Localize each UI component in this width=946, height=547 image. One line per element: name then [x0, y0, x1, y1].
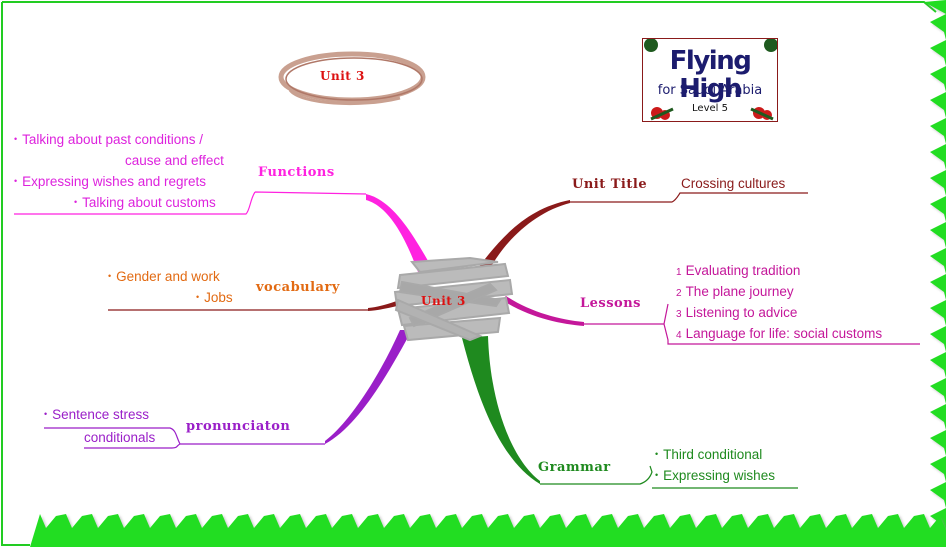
- lesson-number: 3: [676, 309, 682, 320]
- unit-title-value: Crossing cultures: [681, 176, 786, 191]
- lesson-text: Listening to advice: [685, 305, 798, 320]
- unit-ellipse-label: Unit 3: [320, 69, 365, 83]
- lesson-text: The plane journey: [685, 284, 794, 299]
- grammar-underline: [540, 465, 798, 489]
- functions-underline: [14, 191, 367, 215]
- lessons-ribbon: [502, 296, 584, 326]
- functions-item: • Expressing wishes and regrets: [14, 174, 206, 191]
- logo-decoration: [644, 39, 777, 121]
- pronunciation-ribbon: [325, 330, 412, 444]
- bullet-icon: •: [655, 470, 659, 480]
- bullet-icon: •: [14, 134, 18, 144]
- vocabulary-item-text: Jobs: [204, 290, 233, 305]
- center-topic: Unit 3: [421, 294, 466, 308]
- bullet-icon: •: [14, 176, 18, 186]
- functions-item-text: Talking about customs: [82, 195, 216, 210]
- grammar-item: • Third conditional: [655, 447, 762, 464]
- unit-ellipse: [278, 51, 426, 106]
- grammar-branch-label: Grammar: [538, 460, 611, 475]
- lesson-text: Language for life: social customs: [685, 326, 883, 341]
- vocabulary-item: • Gender and work: [108, 269, 220, 286]
- lesson-number: 1: [676, 267, 682, 278]
- logo-subtitle: for Saudi Arabia: [657, 83, 763, 98]
- lessons-branch-label: Lessons: [580, 296, 641, 311]
- logo-title: Flying High: [669, 46, 752, 104]
- center-scribble: [393, 256, 514, 342]
- functions-item: cause and effect: [125, 153, 224, 169]
- unit-title-underline: [570, 192, 808, 203]
- pronunciation-item-text: conditionals: [84, 430, 156, 445]
- lesson-text: Evaluating tradition: [685, 263, 801, 278]
- lesson-number: 4: [676, 330, 682, 341]
- functions-branch-label: Functions: [258, 165, 335, 180]
- functions-ribbon: [366, 194, 432, 272]
- pronunciation-underline: [44, 427, 325, 449]
- torn-edge-decoration: [30, 0, 946, 547]
- vocabulary-item-text: Gender and work: [116, 269, 220, 284]
- bullet-icon: •: [108, 271, 112, 281]
- flying-high-logo: Flying High for Saudi Arabia Level 5: [642, 38, 778, 122]
- pronunciation-item: conditionals: [84, 430, 155, 446]
- lessons-underline: [584, 303, 920, 345]
- bullet-icon: •: [655, 449, 659, 459]
- bullet-icon: •: [44, 409, 48, 419]
- functions-item: • Talking about past conditions /: [14, 132, 203, 149]
- bullet-icon: •: [196, 292, 200, 302]
- unit-title-ribbon: [478, 200, 570, 272]
- grammar-item-text: Expressing wishes: [663, 468, 775, 483]
- grammar-item-text: Third conditional: [663, 447, 763, 462]
- pronunciation-item: • Sentence stress: [44, 407, 149, 424]
- grammar-ribbon: [462, 336, 540, 484]
- functions-item-text: cause and effect: [125, 153, 224, 168]
- functions-item-text: Expressing wishes and regrets: [22, 174, 206, 189]
- vocabulary-item: • Jobs: [196, 290, 233, 307]
- logo-level: Level 5: [692, 103, 728, 114]
- unit-title-branch-label: Unit Title: [572, 177, 648, 192]
- pronunciation-branch-label: pronunciaton: [186, 419, 291, 434]
- vocabulary-branch-label: vocabulary: [256, 280, 340, 295]
- functions-item: • Talking about customs: [74, 195, 216, 212]
- bullet-icon: •: [74, 197, 78, 207]
- pronunciation-item-text: Sentence stress: [52, 407, 149, 422]
- lesson-number: 2: [676, 288, 682, 299]
- branch-connectors: [14, 191, 920, 489]
- functions-item-text: Talking about past conditions /: [22, 132, 204, 147]
- grammar-item: • Expressing wishes: [655, 468, 775, 485]
